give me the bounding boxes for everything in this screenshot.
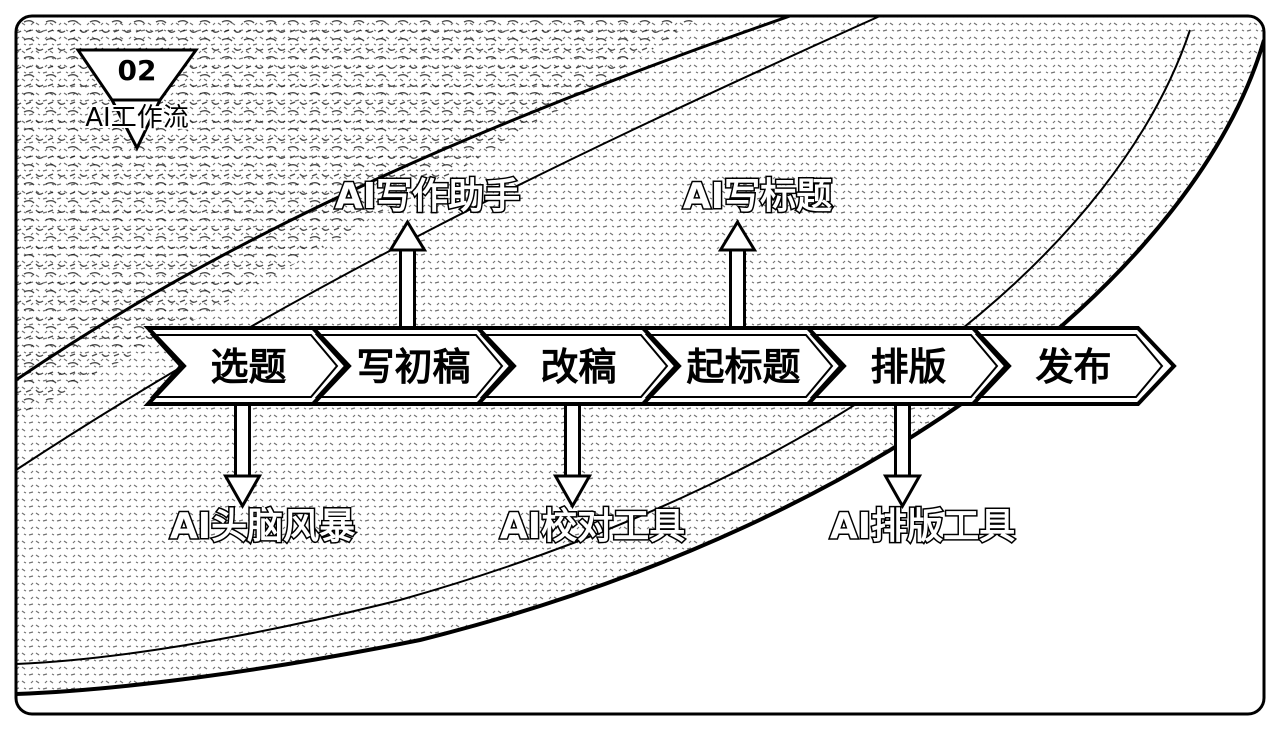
step-chevron-inner	[809, 334, 999, 398]
step-chevron-inner	[479, 334, 669, 398]
tool-connector: AI写作助手	[333, 175, 522, 330]
tool-label: AI排版工具	[830, 506, 1015, 547]
frame-border	[14, 14, 1266, 716]
tool-label: AI写标题	[683, 176, 832, 217]
arrow-shaft	[729, 246, 746, 330]
arrow-head	[222, 474, 263, 510]
step-label: 写初稿	[356, 345, 470, 389]
step-label: 发布	[1035, 345, 1111, 389]
step-chevron-inner	[644, 334, 834, 398]
tool-label: AI写作助手	[335, 176, 520, 217]
planet-texture	[16, 16, 700, 420]
arrow-head	[387, 219, 428, 252]
step-chevron	[968, 326, 1177, 406]
tool-label: AI头脑风暴	[170, 506, 355, 547]
tool-connectors: AI写作助手 AI写标题 AI头脑风暴 AI校对工具 AI排版工具	[168, 175, 1017, 549]
tool-connector: AI头脑风暴	[168, 402, 357, 549]
orbit-band	[16, 16, 791, 382]
step-label: 排版	[870, 345, 946, 389]
workflow-step: 排版	[803, 326, 1012, 406]
arrow-head	[717, 219, 758, 252]
badge-title: AI工作流	[85, 103, 188, 133]
step-chevron-inner	[974, 334, 1164, 398]
workflow-step: 写初稿	[308, 326, 517, 406]
step-label: 选题	[210, 345, 286, 389]
arrow-shaft	[234, 402, 251, 480]
planet-rim	[16, 39, 1264, 696]
step-chevron-inner	[314, 334, 504, 398]
step-label: 改稿	[540, 345, 616, 389]
step-label: 起标题	[686, 345, 800, 389]
orbit-band-2	[16, 16, 881, 471]
workflow-step: 发布	[968, 326, 1177, 406]
tool-label: AI校对工具	[500, 506, 685, 547]
arrow-shaft	[564, 402, 581, 480]
workflow-step: 选题	[143, 326, 352, 406]
arrow-head	[882, 474, 923, 510]
workflow-steps: 选题 写初稿 改稿 起标题 排版 发布	[143, 326, 1177, 406]
step-chevron-inner	[149, 334, 339, 398]
arrow-head	[552, 474, 593, 510]
tool-connector: AI校对工具	[498, 402, 687, 549]
tool-connector: AI排版工具	[828, 402, 1017, 549]
planet-rim-inner	[16, 29, 1191, 665]
arrow-shaft	[894, 402, 911, 480]
badge-pointer	[109, 98, 163, 152]
workflow-step: 起标题	[638, 326, 847, 406]
badge-number: 02	[118, 54, 157, 87]
arrow-shaft	[399, 246, 416, 330]
